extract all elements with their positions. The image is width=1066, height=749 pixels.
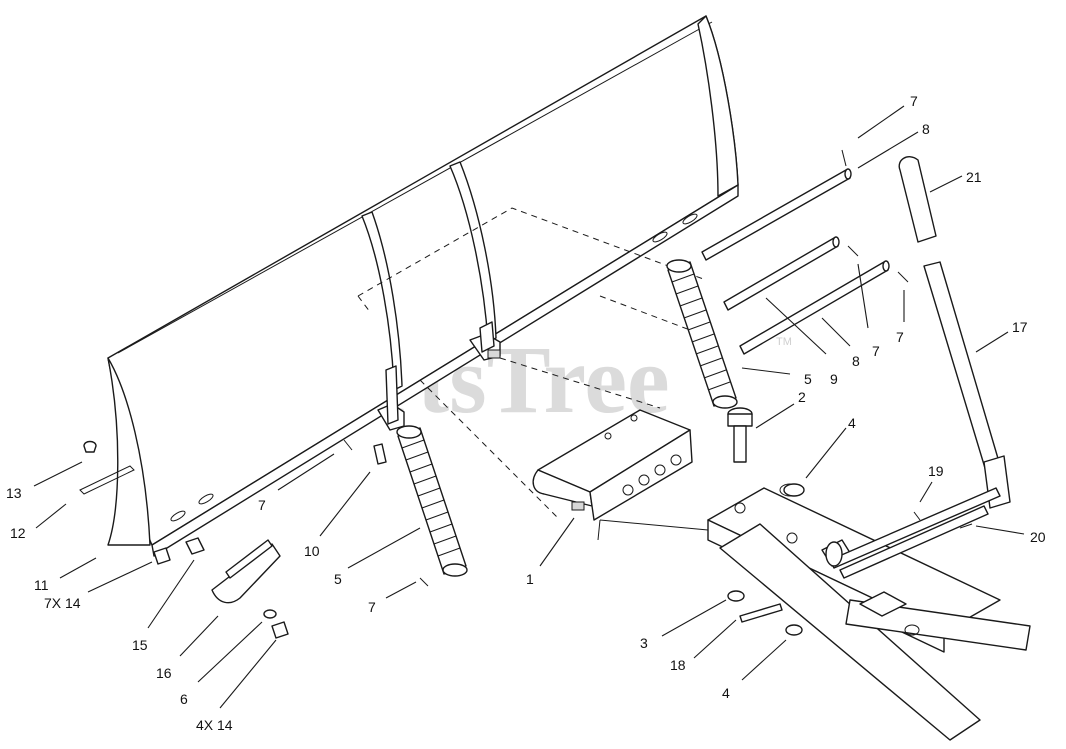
callout-5: 5 (334, 571, 342, 587)
callouts: 7 8 21 17 7 7 8 9 5 2 4 19 20 13 12 11 7… (6, 93, 1046, 733)
callout-18: 18 (670, 657, 686, 673)
callout-4: 4 (722, 685, 730, 701)
callout-2: 2 (798, 389, 806, 405)
callout-7: 7 (368, 599, 376, 615)
plow-blade (107, 15, 739, 557)
callout-20: 20 (1030, 529, 1046, 545)
bolt (727, 407, 753, 463)
callout-7x14: 7X 14 (44, 595, 81, 611)
spring-right (666, 259, 738, 409)
callout-7: 7 (896, 329, 904, 345)
pivot-bracket (532, 409, 693, 521)
callout-12: 12 (10, 525, 26, 541)
callout-4x14: 4X 14 (196, 717, 233, 733)
callout-7: 7 (910, 93, 918, 109)
callout-4: 4 (848, 415, 856, 431)
callout-15: 15 (132, 637, 148, 653)
callout-5: 5 (804, 371, 812, 387)
callout-19: 19 (928, 463, 944, 479)
callout-9: 9 (830, 371, 838, 387)
spring-left (396, 425, 468, 577)
callout-3: 3 (640, 635, 648, 651)
callout-7: 7 (258, 497, 266, 513)
callout-7: 7 (872, 343, 880, 359)
hardware (79, 439, 973, 639)
callout-8: 8 (852, 353, 860, 369)
lift-handle (825, 156, 1011, 579)
callout-17: 17 (1012, 319, 1028, 335)
watermark-trademark: TM (776, 336, 792, 348)
callout-16: 16 (156, 665, 172, 681)
callout-6: 6 (180, 691, 188, 707)
callout-1: 1 (526, 571, 534, 587)
callout-13: 13 (6, 485, 22, 501)
rods (701, 149, 909, 355)
callout-21: 21 (966, 169, 982, 185)
callout-10: 10 (304, 543, 320, 559)
alignment-lines (357, 207, 707, 521)
callout-11: 11 (34, 577, 49, 593)
leader-lines (33, 105, 1025, 709)
callout-8: 8 (922, 121, 930, 137)
